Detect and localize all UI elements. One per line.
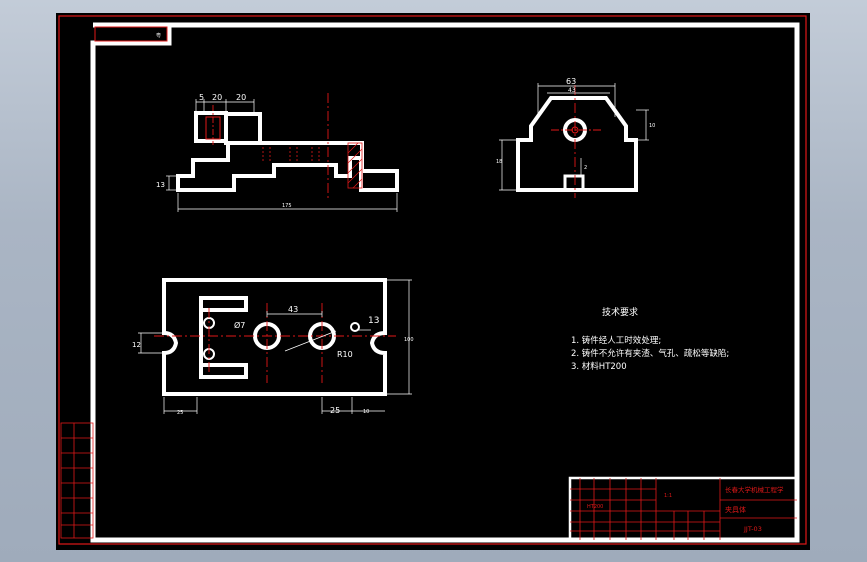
plan-dim-right: 13 — [368, 316, 379, 326]
corner-box — [94, 26, 168, 42]
front-dim-top-3: 20 — [236, 93, 246, 102]
plan-dim-left: 12 — [132, 341, 141, 349]
front-dim-left: 13 — [156, 181, 165, 189]
front-dim-bottom: 175 — [282, 203, 292, 209]
side-dim-left: 18 — [496, 159, 502, 165]
side-dim-top-inner: 43 — [568, 87, 576, 94]
front-dim-top-2: 20 — [212, 93, 222, 102]
plan-dim-between: 43 — [288, 305, 298, 314]
side-dim-top-outer: 63 — [566, 77, 576, 86]
title-block-material: HT200 — [587, 504, 603, 510]
cad-drawing: 粤 — [58, 15, 807, 545]
front-hatch-lines — [347, 142, 363, 189]
plan-dim-bottom-right: 10 — [363, 409, 369, 415]
side-dim-right: 10 — [649, 123, 655, 129]
plan-view: 12 13 100 43 25 25 10 Ø7 R10 — [132, 278, 414, 416]
side-view-outline — [516, 96, 638, 192]
plan-small-hole — [350, 322, 360, 332]
tech-item-3: 3. 材料HT200 — [571, 361, 627, 372]
front-view-outline — [176, 141, 399, 192]
left-edge-table — [60, 422, 94, 539]
plan-dim-far-right: 100 — [404, 337, 414, 343]
drawing-viewport[interactable]: 粤 — [56, 13, 810, 550]
front-view: 5 20 20 13 175 — [156, 93, 399, 212]
title-block-border — [568, 476, 799, 542]
side-dim-center: 2 — [584, 165, 587, 171]
outer-frame — [58, 15, 807, 545]
title-block-scale: 1:1 — [664, 493, 672, 499]
side-base-slot — [563, 174, 585, 192]
title-block-grid — [570, 478, 797, 540]
tech-title: 技术要求 — [602, 306, 638, 318]
title-block-part-name: 夹具体 — [725, 505, 746, 514]
technical-notes: 技术要求 1. 铸件经人工时效处理; 2. 铸件不允许有夹渣、气孔、疏松等缺陷;… — [571, 306, 729, 372]
plan-dim-bottom-center: 25 — [330, 406, 340, 415]
plan-dim-bottom-left: 25 — [177, 410, 183, 416]
corner-code: 粤 — [156, 32, 161, 39]
plan-view-outline — [162, 278, 387, 396]
front-hatch — [347, 142, 363, 189]
side-view: 63 43 18 10 2 — [496, 77, 655, 198]
title-block: 1:1 HT200 长春大学机械工程学 夹具体 JJT-03 — [568, 476, 799, 542]
title-block-drawing-no: JJT-03 — [743, 525, 762, 533]
tech-item-1: 1. 铸件经人工时效处理; — [571, 335, 661, 346]
drawing-border — [90, 22, 800, 543]
side-dimensions — [499, 83, 649, 191]
plan-radius-small: Ø7 — [234, 320, 245, 330]
front-dimensions — [166, 99, 398, 212]
plan-dimensions — [138, 279, 412, 414]
plan-clamp-slot-lower — [199, 363, 248, 379]
clamp-step — [224, 112, 262, 145]
title-block-school: 长春大学机械工程学 — [725, 485, 784, 494]
front-dim-top-1: 5 — [199, 93, 204, 102]
tech-item-2: 2. 铸件不允许有夹渣、气孔、疏松等缺陷; — [571, 348, 729, 359]
plan-radius-large: R10 — [337, 350, 353, 359]
hidden-holes — [262, 147, 320, 163]
plan-clamp-slot — [199, 296, 248, 312]
